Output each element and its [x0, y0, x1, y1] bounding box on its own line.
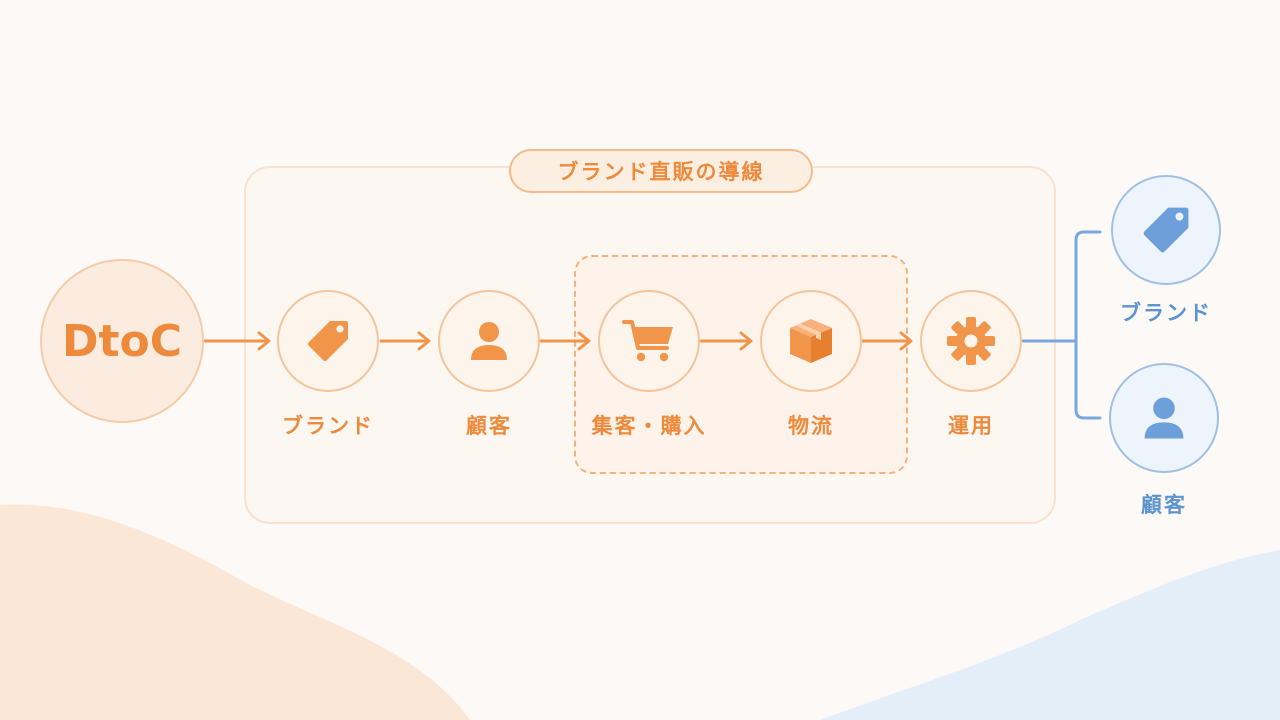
group-title: ブランド直販の導線: [509, 149, 813, 193]
step-customer-label: 顧客: [466, 414, 512, 438]
output-brand-node: [1111, 175, 1221, 285]
person-icon: [464, 316, 514, 366]
step-operations-label: 運用: [948, 414, 994, 438]
start-label: DtoC: [61, 315, 183, 367]
output-customer-label: 顧客: [1141, 493, 1187, 517]
cart-icon: [621, 316, 677, 366]
orange-wave-shape: [0, 504, 470, 720]
step-logistics-label: 物流: [788, 414, 834, 438]
step-cart-label: 集客・購入: [591, 414, 707, 438]
blue-wave-shape: [820, 550, 1280, 720]
step-logistics-node: [760, 290, 862, 392]
step-cart-node: [598, 290, 700, 392]
tag-icon: [303, 316, 353, 366]
output-brand-label: ブランド: [1120, 301, 1212, 325]
gear-icon: [945, 315, 997, 367]
step-brand-node: [277, 290, 379, 392]
box-icon: [785, 315, 837, 367]
step-operations-node: [920, 290, 1022, 392]
tag-icon: [1138, 202, 1194, 258]
person-icon: [1137, 391, 1191, 445]
step-customer-node: [438, 290, 540, 392]
output-customer-node: [1109, 363, 1219, 473]
start-node: DtoC: [40, 259, 204, 423]
step-brand-label: ブランド: [282, 414, 374, 438]
